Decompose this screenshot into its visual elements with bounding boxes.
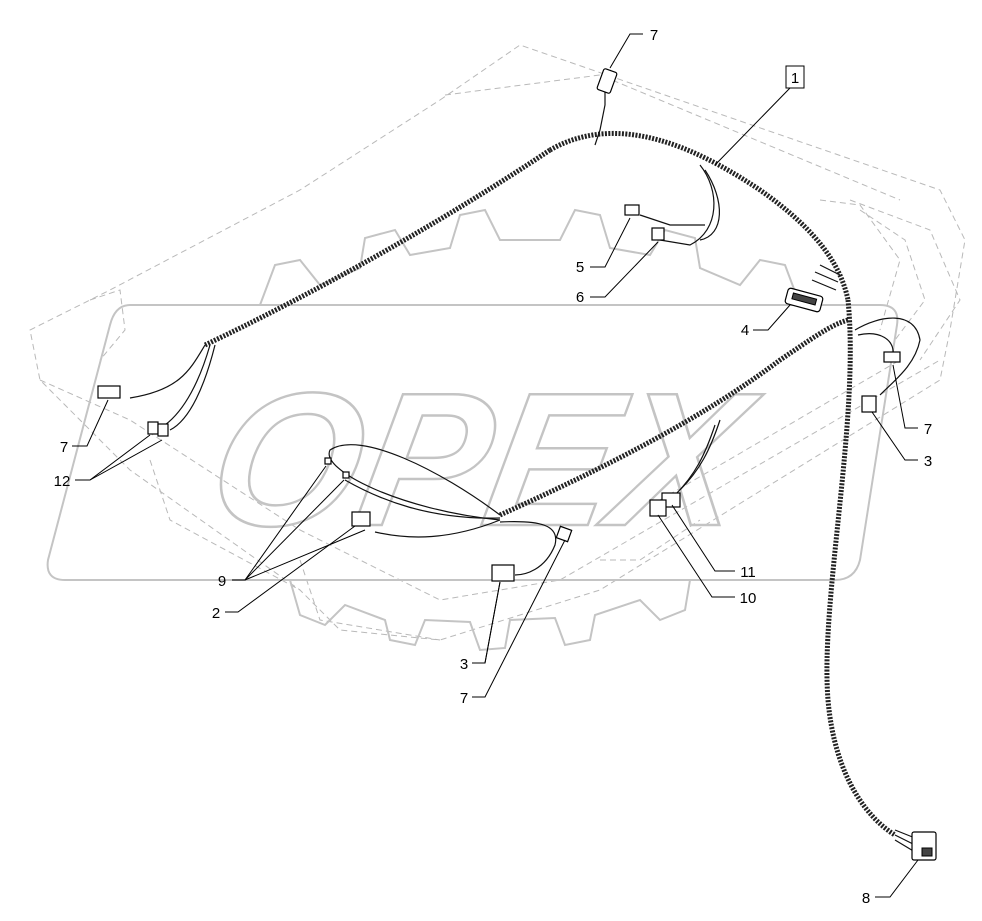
- callout-4: 4: [741, 322, 749, 339]
- callout-9: 9: [218, 573, 226, 590]
- connector-3-bottom: [491, 564, 515, 582]
- callout-7-left: 7: [60, 439, 68, 456]
- callout-7-right: 7: [924, 421, 932, 438]
- callout-10: 10: [740, 590, 757, 607]
- connector-7-top: [596, 68, 618, 94]
- connector-4-face: [791, 292, 818, 306]
- watermark-text: OPEX: [196, 353, 772, 565]
- connector-10: [649, 499, 667, 517]
- callout-labels: 1 7 5 6 4 7 12 9 2 3 7 11 10 7 3 8: [54, 27, 933, 907]
- callout-7-bottom: 7: [460, 690, 468, 707]
- callout-12: 12: [54, 473, 71, 490]
- connector-9-b: [342, 471, 350, 479]
- callout-2: 2: [212, 605, 220, 622]
- callout-7-top: 7: [650, 27, 658, 44]
- callout-6: 6: [576, 289, 584, 306]
- connector-2: [351, 511, 371, 527]
- leader-lines: [72, 33, 919, 898]
- callout-3-right: 3: [924, 453, 932, 470]
- connector-7-right: [883, 351, 901, 363]
- callout-1: 1: [791, 70, 799, 87]
- branch-wires: [129, 90, 921, 853]
- opex-watermark: OPEX: [46, 208, 899, 652]
- connector-7-left: [97, 385, 121, 399]
- connector-8-face: [921, 847, 933, 857]
- connector-6: [651, 227, 665, 241]
- main-harness: [203, 130, 897, 838]
- callout-1-box: [785, 65, 805, 89]
- connector-9-a: [324, 457, 332, 465]
- connector-5: [624, 204, 640, 216]
- connector-3-right: [861, 395, 877, 413]
- connectors: [97, 68, 937, 861]
- connector-7-bottom: [555, 525, 573, 543]
- cab-roof-outline: [29, 44, 966, 641]
- callout-5: 5: [576, 259, 584, 276]
- callout-3-bottom: 3: [460, 656, 468, 673]
- callout-8: 8: [862, 890, 870, 907]
- connector-12-b: [157, 423, 169, 437]
- connector-12-a: [147, 421, 159, 435]
- callout-11: 11: [740, 564, 756, 581]
